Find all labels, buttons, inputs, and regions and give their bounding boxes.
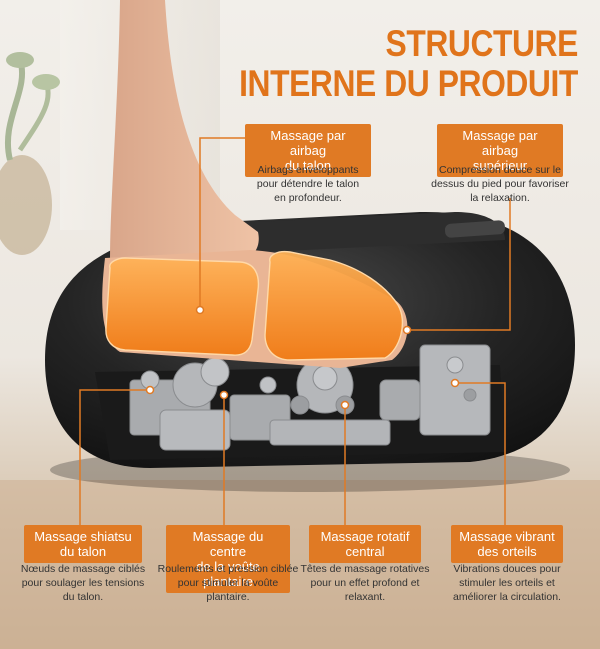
leader-lines bbox=[79, 137, 511, 525]
desc-line: pour stimuler la voûte bbox=[177, 577, 279, 589]
callout-label-top-airbag: Massage par airbag supérieur bbox=[437, 124, 563, 177]
desc-line: pour détendre le talon bbox=[256, 178, 360, 190]
device-top-panel bbox=[249, 212, 505, 252]
label-line: de la voûte plantaire bbox=[196, 559, 260, 589]
desc-line: pour un effet profond et bbox=[310, 577, 420, 589]
desc-line: pour soulager les tensions bbox=[21, 577, 145, 589]
callout-label-rotary: Massage rotatif central bbox=[309, 525, 421, 563]
desc-line: stimuler les orteils et bbox=[459, 577, 555, 589]
label-line: Massage rotatif bbox=[320, 529, 410, 544]
desc-line: relaxant. bbox=[344, 591, 386, 603]
callout-label-arch: Massage du centre de la voûte plantaire bbox=[166, 525, 290, 593]
desc-line: en profondeur. bbox=[274, 192, 342, 204]
label-line: Massage par airbag bbox=[462, 128, 538, 158]
callout-desc-toes: Vibrations douces pour stimuler les orte… bbox=[437, 562, 577, 604]
callout-label-heel-shiatsu: Massage shiatsu du talon bbox=[24, 525, 142, 563]
label-line: Massage par airbag bbox=[270, 128, 346, 158]
label-line: des orteils bbox=[477, 544, 537, 559]
desc-line: du talon. bbox=[62, 591, 104, 603]
label-line: central bbox=[345, 544, 385, 559]
desc-line: Roulements et pression ciblée bbox=[157, 563, 299, 575]
callout-desc-arch: Roulements et pression ciblée pour stimu… bbox=[156, 562, 300, 604]
label-line: Massage du centre bbox=[192, 529, 264, 559]
control-strip bbox=[444, 220, 506, 238]
desc-line: Airbags enveloppants bbox=[257, 164, 359, 176]
callout-desc-rotary: Têtes de massage rotatives pour un effet… bbox=[296, 562, 434, 604]
desc-line: la relaxation. bbox=[470, 192, 530, 204]
label-line: supérieur bbox=[472, 158, 528, 173]
label-line: du talon bbox=[284, 158, 332, 173]
desc-line: améliorer la circulation. bbox=[453, 591, 561, 603]
desc-line: Têtes de massage rotatives bbox=[300, 563, 430, 575]
callout-desc-heel-shiatsu: Nœuds de massage ciblés pour soulager le… bbox=[14, 562, 152, 604]
desc-line: Vibrations douces pour bbox=[453, 563, 561, 575]
title-line-2: INTERNE DU PRODUIT bbox=[239, 63, 578, 104]
label-line: Massage vibrant bbox=[459, 529, 555, 544]
leader-dots bbox=[145, 305, 460, 410]
top-airbag bbox=[264, 250, 404, 361]
airbags bbox=[105, 250, 404, 361]
desc-line: plantaire. bbox=[206, 591, 250, 603]
heel-airbag bbox=[105, 257, 260, 356]
page-title: STRUCTURE INTERNE DU PRODUIT bbox=[239, 24, 578, 104]
desc-line: Compression douce sur le bbox=[439, 164, 561, 176]
floor bbox=[0, 480, 600, 649]
desc-line: Nœuds de massage ciblés bbox=[20, 563, 146, 575]
callout-desc-heel-airbag: Airbags enveloppants pour détendre le ta… bbox=[243, 163, 373, 205]
callout-desc-top-airbag: Compression douce sur le dessus du pied … bbox=[425, 163, 575, 205]
title-line-1: STRUCTURE bbox=[385, 23, 579, 64]
label-line: du talon bbox=[59, 544, 107, 559]
leg bbox=[110, 0, 259, 262]
plant bbox=[0, 52, 60, 255]
callout-label-heel-airbag: Massage par airbag du talon bbox=[245, 124, 371, 177]
label-line: Massage shiatsu bbox=[34, 529, 132, 544]
callout-label-toes: Massage vibrant des orteils bbox=[451, 525, 563, 563]
desc-line: dessus du pied pour favoriser bbox=[431, 178, 569, 190]
